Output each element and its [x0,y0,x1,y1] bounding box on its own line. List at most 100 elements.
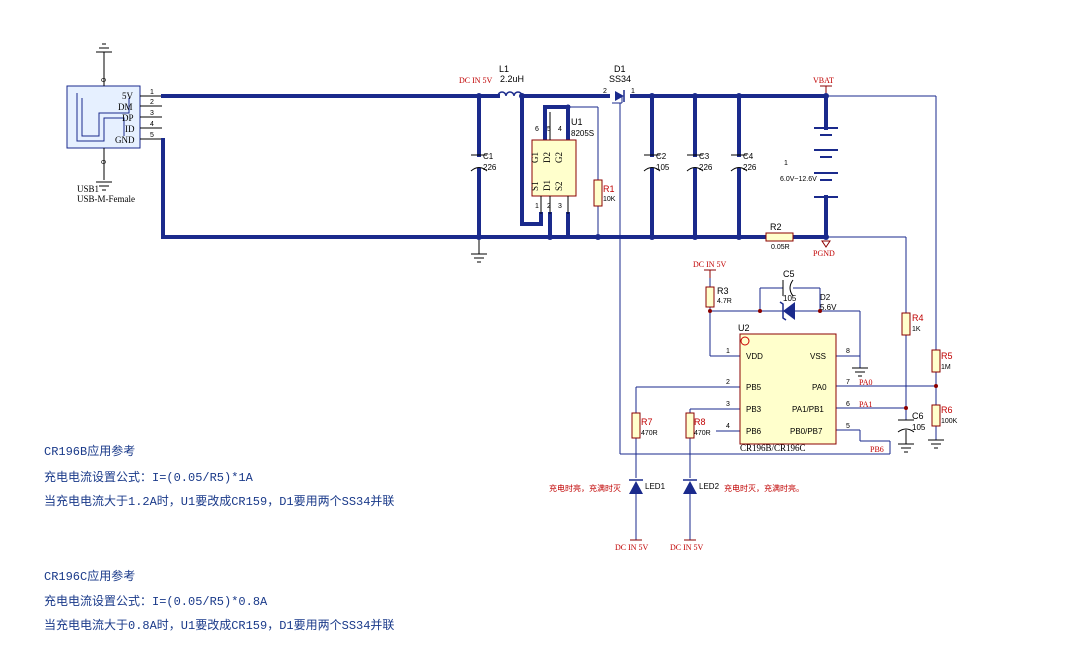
note-heading-cr196c: CR196C应用参考 [44,568,135,584]
c6-value: 105 [912,423,926,432]
usb-pin-number: 2 [150,99,154,106]
u2-pin-label: VSS [810,352,826,361]
u1-pin-number: 2 [547,203,551,210]
u2-pin-number: 6 [846,401,850,408]
ground-icon [928,439,944,449]
r1-value: 10K [603,196,616,203]
r8-designator: R8 [694,417,706,427]
controller-u2: U2 CR196B/CR196C VDD PB5 PB3 PB6 VSS PA0… [726,323,850,453]
u2-pin-label: VDD [746,352,763,361]
u1-pin-label: S1 [530,181,540,191]
inductor-l1: L1 2.2uH DC IN 5V [459,64,525,99]
note-heading-cr196b: CR196B应用参考 [44,443,135,459]
r2-designator: R2 [770,222,782,232]
signal-wires [568,95,937,540]
c4-value: 226 [743,163,757,172]
usb-pin-number: 4 [150,121,154,128]
u1-part: 8205S [571,129,594,138]
c2-designator: C2 [656,152,667,161]
u2-pin-number: 4 [726,423,730,430]
r1-designator: R1 [603,184,615,194]
u2-pin-number: 3 [726,401,730,408]
u2-pin-label: PB3 [746,405,762,414]
u2-pin-number: 1 [726,348,730,355]
u1-pin-label: D1 [542,180,552,191]
r7-value: 470R [641,430,658,437]
battery-pin: 1 [784,160,788,167]
usb-pin-dm: DM [118,102,133,112]
resistor-r6: R6 100K [931,404,958,427]
dcin-r3-port: DC IN 5V [693,260,727,278]
ground-icon [471,237,487,263]
r4-value: 1K [912,326,921,333]
u2-pin-number: 7 [846,379,850,386]
usb-part: USB-M-Female [77,194,135,204]
usb-designator: USB1 [77,184,99,194]
d2-designator: D2 [820,293,831,302]
led1-supply: DC IN 5V [615,543,649,552]
u1-pin-label: D2 [542,152,552,163]
diode-d1: D1 SS34 2 1 [603,64,635,102]
d1-pin: 1 [631,88,635,95]
vbat-label: VBAT [813,76,834,85]
net-label-pa1: PA1 [859,400,873,409]
resistor-r7: R7 470R [631,412,658,439]
c2-value: 105 [656,163,670,172]
u2-pin-number: 5 [846,423,850,430]
u2-part: CR196B/CR196C [740,443,806,453]
c3-designator: C3 [699,152,710,161]
vbat-port: VBAT [813,76,834,96]
d1-value: SS34 [609,74,631,84]
r3-value: 4.7R [717,298,732,305]
dcin-r3-net: DC IN 5V [693,260,727,269]
r2-value: 0.05R [771,244,790,251]
application-notes: CR196B应用参考 充电电流设置公式：I=(0.05/R5)*1A 当充电电流… [44,443,394,633]
d2-value: 5.6V [820,303,837,312]
usb-pin-5v: 5V [122,91,134,101]
r5-designator: R5 [941,351,953,361]
note-line: 充电电流设置公式：I=(0.05/R5)*1A [44,469,254,485]
pgnd-port: PGND [813,240,835,258]
usb-pin-number: 5 [150,132,154,139]
usb-connector: 0 0 5V DM DP ID GND 1 2 3 4 5 USB1 USB-M… [66,43,162,204]
mosfet-u1: U1 8205S G1 D2 G2 S1 D1 S2 6 5 4 1 2 3 [530,112,594,214]
r5-value: 1M [941,364,951,371]
capacitor-c5: C5 105 [782,269,797,303]
note-line: 充电电流设置公式：I=(0.05/R5)*0.8A [44,593,268,609]
resistor-r5: R5 1M [931,349,953,373]
u1-pin-number: 5 [547,126,551,133]
u2-pin-number: 2 [726,379,730,386]
usb-mount-label: 0 [99,160,106,164]
u2-pin-label: PB0/PB7 [790,427,823,436]
led2-supply: DC IN 5V [670,543,704,552]
u1-designator: U1 [571,117,583,127]
capacitor-c3: C3 226 [686,152,713,172]
led2-note: 充电时灭，充满时亮。 [724,483,804,493]
led2: LED2 充电时灭，充满时亮。 DC IN 5V [670,479,804,552]
r7-designator: R7 [641,417,653,427]
ground-icon [898,443,914,453]
resistor-r8: R8 470R [685,412,711,439]
d1-designator: D1 [614,64,626,74]
r6-designator: R6 [941,405,953,415]
resistor-r4: R4 1K [901,312,924,336]
c5-value: 105 [783,294,797,303]
c1-designator: C1 [483,152,494,161]
u2-pin-label: PA1/PB1 [792,405,824,414]
u1-pin-number: 3 [558,203,562,210]
zener-d2: D2 5.6V [779,293,837,321]
junctions [476,93,938,410]
r4-designator: R4 [912,313,924,323]
note-line: 当充电电流大于0.8A时，U1要改成CR159，D1要用两个SS34并联 [44,617,394,633]
net-label-pb6: PB6 [870,445,884,454]
capacitor-c4: C4 226 [730,152,757,172]
ground-icon [96,181,112,191]
note-line: 当充电电流大于1.2A时，U1要改成CR159，D1要用两个SS34并联 [44,493,394,509]
r3-designator: R3 [717,286,729,296]
capacitor-c6: C6 105 [897,411,926,444]
u1-pin-label: G1 [530,152,540,163]
l1-designator: L1 [499,64,509,74]
u1-pin-number: 1 [535,203,539,210]
usb-pin-number: 3 [150,110,154,117]
u2-pin-label: PB6 [746,427,762,436]
